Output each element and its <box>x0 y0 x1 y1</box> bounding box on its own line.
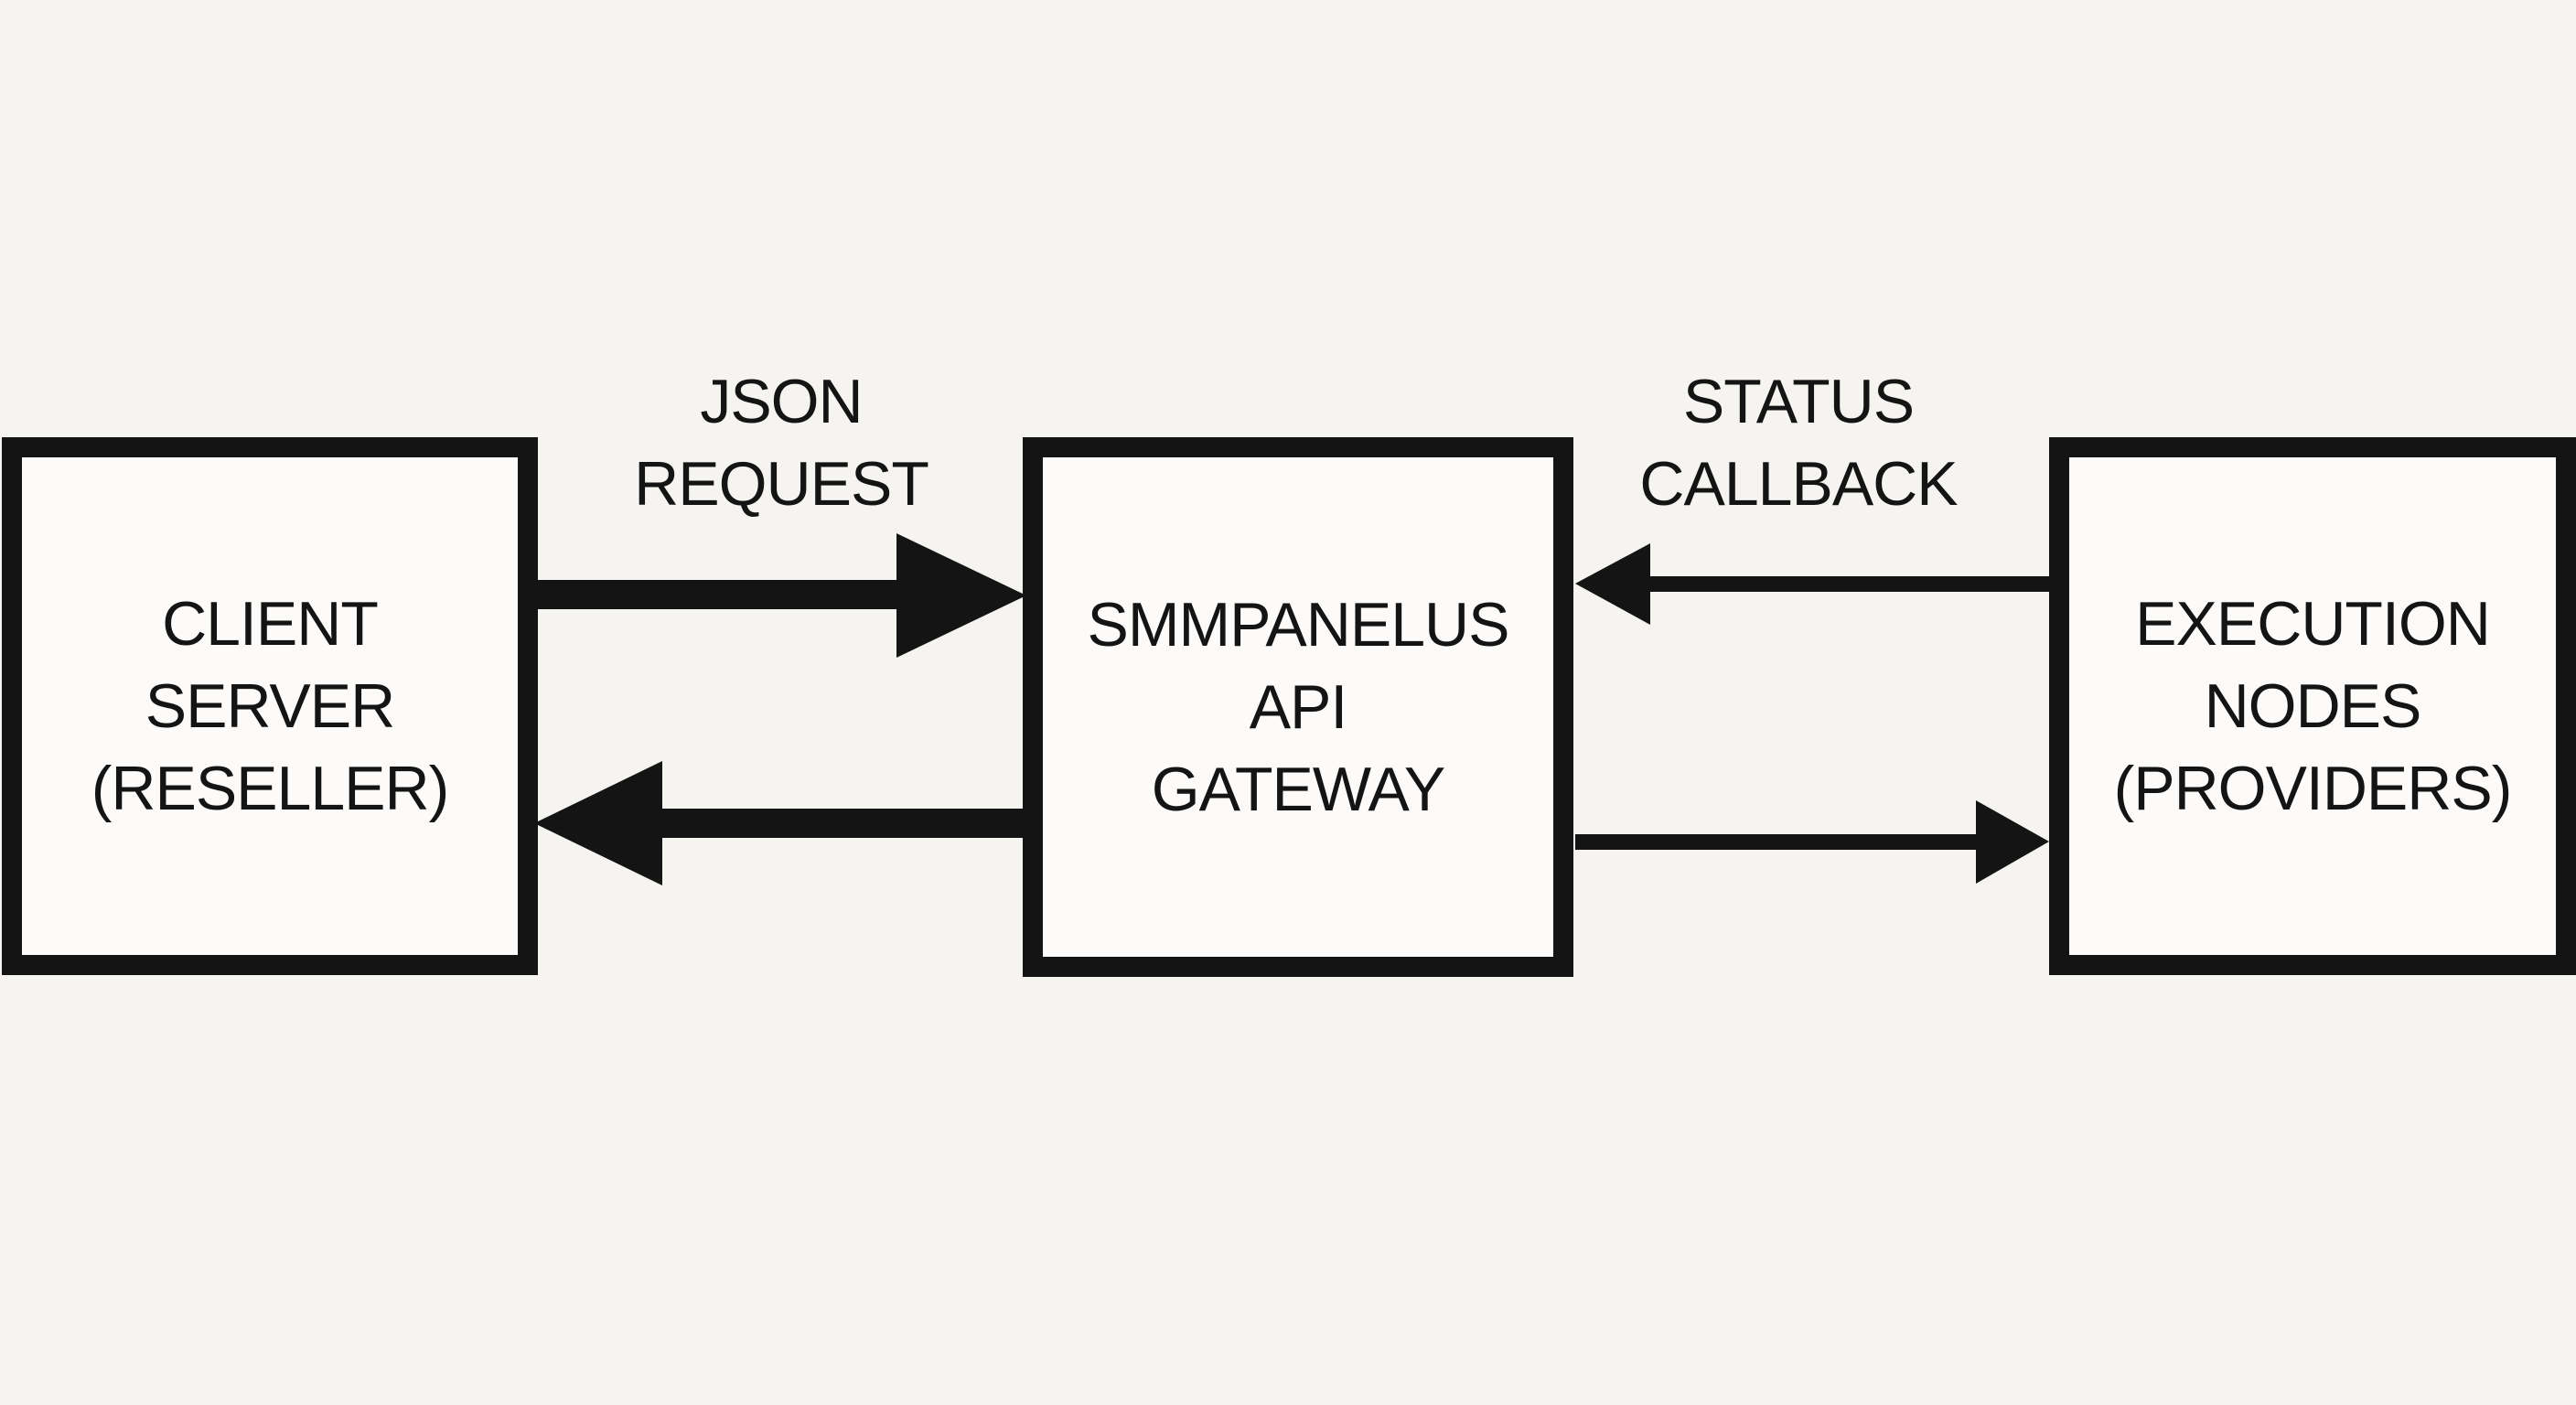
node-api-gateway: SMMPANELUS API GATEWAY <box>1023 437 1573 977</box>
dispatch-arrow <box>1575 800 2049 884</box>
gateway-response-arrow-shaft <box>657 809 1026 838</box>
node-api-gateway-line: API <box>1249 672 1348 742</box>
node-execution-nodes: EXECUTION NODES (PROVIDERS) <box>2049 437 2576 975</box>
node-execution-nodes-line: EXECUTION <box>2135 589 2491 659</box>
gateway-response-arrowhead-icon <box>534 761 662 885</box>
status-callback-label-line: STATUS <box>1682 367 1915 436</box>
node-client-server-line: CLIENT <box>162 589 379 659</box>
json-request-label: JSON REQUEST <box>634 360 929 525</box>
node-client-server-line: SERVER <box>145 671 395 741</box>
node-execution-nodes-line: (PROVIDERS) <box>2113 754 2513 823</box>
json-request-arrowhead-icon <box>896 533 1026 658</box>
status-callback-label-line: CALLBACK <box>1639 449 1958 519</box>
status-callback-arrowhead-icon <box>1575 543 1650 625</box>
node-client-server: CLIENT SERVER (RESELLER) <box>2 437 538 975</box>
gateway-response-arrow <box>534 761 1026 885</box>
json-request-label-line: REQUEST <box>634 449 929 519</box>
dispatch-arrow-shaft <box>1575 834 1981 850</box>
json-request-arrow <box>536 533 1026 658</box>
node-api-gateway-line: GATEWAY <box>1151 755 1445 824</box>
json-request-label-line: JSON <box>700 367 863 436</box>
status-callback-arrow <box>1575 543 2051 625</box>
dispatch-arrowhead-icon <box>1976 800 2049 884</box>
node-execution-nodes-line: NODES <box>2204 671 2422 741</box>
status-callback-arrow-shaft <box>1645 576 2051 592</box>
node-api-gateway-line: SMMPANELUS <box>1087 590 1509 660</box>
node-client-server-line: (RESELLER) <box>91 754 450 823</box>
json-request-arrow-shaft <box>536 580 902 609</box>
status-callback-label: STATUS CALLBACK <box>1639 360 1958 525</box>
